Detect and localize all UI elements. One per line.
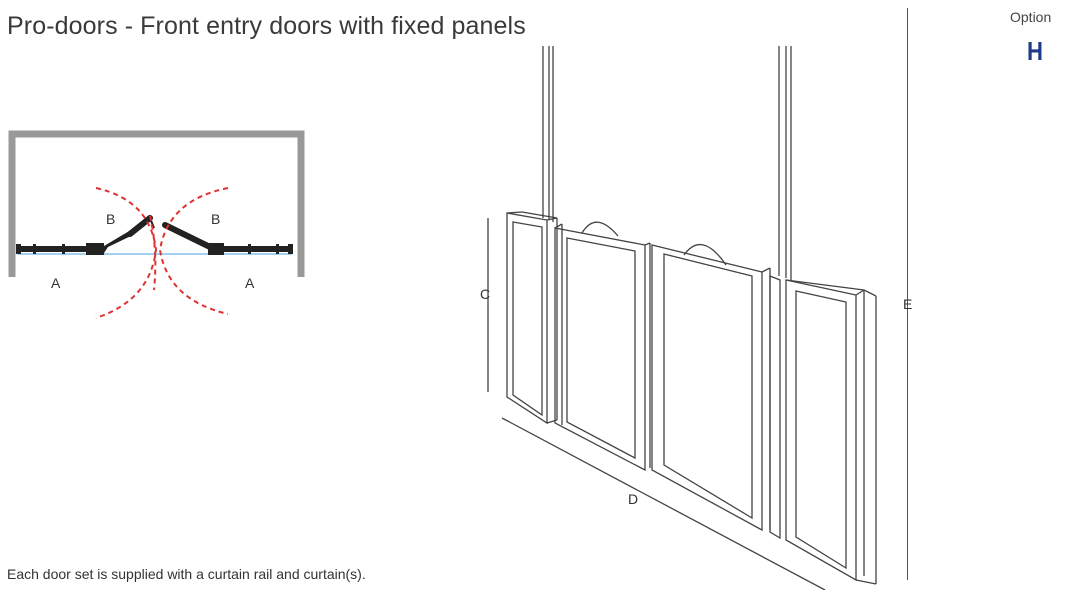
footnote: Each door set is supplied with a curtain… (7, 566, 366, 582)
curtain-rail-left (542, 46, 554, 222)
enclosure-frame (8, 130, 305, 277)
left-fixed-panel (16, 243, 104, 255)
option-label: Option (1010, 9, 1052, 25)
door-swing-arcs (95, 187, 229, 319)
dimension-line-d (501, 417, 826, 590)
iso-label-d: D (628, 491, 638, 507)
plan-label-a-right: A (245, 275, 255, 291)
option-code-badge: H (1027, 36, 1043, 66)
right-door-handle (683, 244, 727, 266)
right-fixed-panel-iso (769, 275, 877, 585)
page-title: Pro-doors - Front entry doors with fixed… (7, 12, 526, 40)
iso-label-c: C (480, 286, 490, 302)
right-swing-door (162, 222, 224, 255)
iso-label-e-wrap: E (903, 296, 912, 312)
curtain-rail-right (778, 46, 792, 280)
left-door-iso (554, 221, 651, 472)
isometric-door-diagram: C D (480, 46, 877, 590)
plan-label-b-right: B (211, 211, 220, 227)
left-door-handle (581, 221, 619, 237)
iso-label-e: E (903, 296, 912, 312)
dimension-line-e (907, 8, 908, 580)
plan-label-b-left: B (106, 211, 115, 227)
plan-label-a-left: A (51, 275, 61, 291)
left-fixed-panel-iso (506, 211, 558, 425)
right-door-iso (651, 244, 771, 532)
right-fixed-panel (222, 244, 293, 254)
plan-view-diagram: B B A A (8, 130, 305, 319)
